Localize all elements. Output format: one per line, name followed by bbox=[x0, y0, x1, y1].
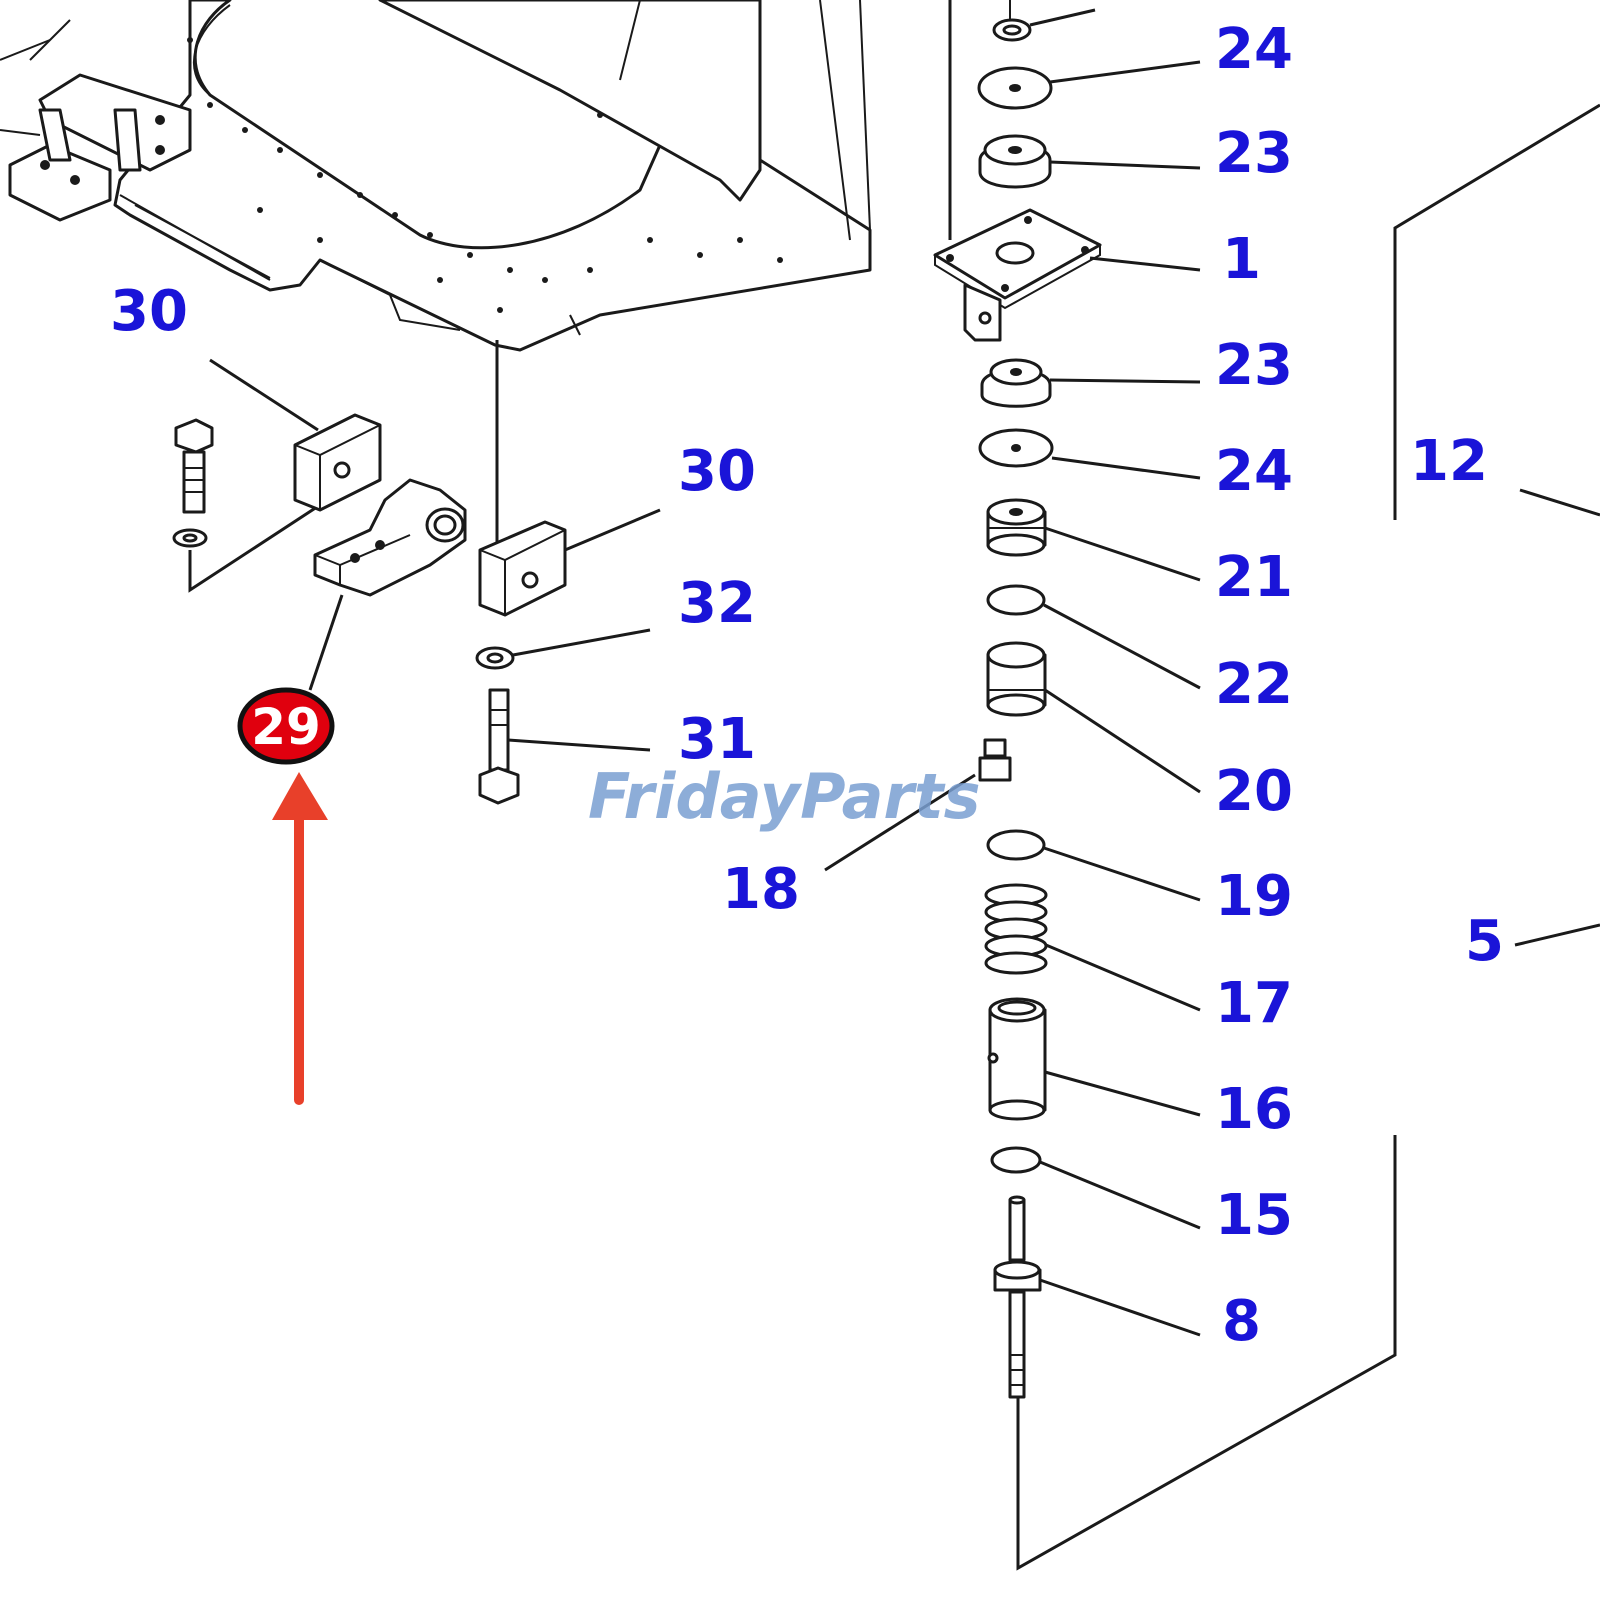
part-19-oring bbox=[986, 829, 1046, 861]
part-32-washer bbox=[475, 646, 515, 670]
leader-12 bbox=[1519, 488, 1600, 517]
leader-18 bbox=[824, 773, 976, 872]
callout-12[interactable]: 12 bbox=[1410, 429, 1488, 494]
leader-23a bbox=[1049, 160, 1201, 170]
callout-29: 29 bbox=[251, 698, 321, 756]
leader-20 bbox=[1044, 688, 1201, 794]
part-30-left bbox=[293, 413, 382, 512]
callout-23-bottom[interactable]: 23 bbox=[1215, 333, 1293, 398]
callout-19[interactable]: 19 bbox=[1215, 864, 1293, 929]
side-panel bbox=[378, 0, 871, 241]
part-15-oring bbox=[990, 1146, 1042, 1174]
bracket-12-bottom bbox=[1016, 1135, 1397, 1571]
leader-16 bbox=[1044, 1070, 1201, 1117]
part-30-center bbox=[478, 520, 567, 617]
part-29-bracket[interactable] bbox=[313, 478, 467, 597]
part-nut-top bbox=[992, 18, 1032, 42]
callout-8[interactable]: 8 bbox=[1222, 1289, 1261, 1354]
leader-nut-top bbox=[1029, 8, 1096, 27]
callout-24-bottom[interactable]: 24 bbox=[1215, 439, 1293, 504]
leader-17 bbox=[1045, 943, 1201, 1012]
callout-30-center[interactable]: 30 bbox=[678, 439, 756, 504]
callout-1[interactable]: 1 bbox=[1222, 227, 1261, 292]
watermark: FridayParts bbox=[588, 760, 981, 833]
part-23-bottom bbox=[980, 358, 1052, 408]
part-8-valve-stem bbox=[993, 1195, 1042, 1399]
highlight-arrow bbox=[272, 772, 328, 1105]
part-20-sleeve bbox=[986, 641, 1047, 717]
highlight-badge-29[interactable]: 29 bbox=[237, 687, 335, 765]
leader-22 bbox=[1043, 603, 1201, 690]
leader-bolt-group bbox=[188, 503, 321, 593]
callout-5[interactable]: 5 bbox=[1465, 909, 1504, 974]
leader-30b bbox=[564, 508, 661, 552]
part-22-oring bbox=[986, 584, 1046, 616]
callout-17[interactable]: 17 bbox=[1215, 971, 1293, 1036]
leader-21 bbox=[1044, 526, 1201, 582]
part-18-nipple bbox=[978, 738, 1012, 782]
callout-15[interactable]: 15 bbox=[1215, 1183, 1293, 1248]
part-16-cylinder bbox=[987, 997, 1047, 1121]
leader-29 bbox=[308, 594, 344, 691]
callout-30-left[interactable]: 30 bbox=[110, 279, 188, 344]
callout-21[interactable]: 21 bbox=[1215, 545, 1293, 610]
leader-31 bbox=[507, 738, 651, 752]
part-24-bottom bbox=[978, 428, 1054, 468]
part-17-spring bbox=[984, 883, 1048, 975]
leader-19 bbox=[1043, 846, 1201, 902]
watermark-part2: Parts bbox=[800, 760, 980, 833]
mount-bracket-top bbox=[0, 19, 192, 222]
bracket-12-top bbox=[1393, 103, 1600, 520]
callout-31[interactable]: 31 bbox=[678, 707, 756, 772]
callout-24-top[interactable]: 24 bbox=[1215, 17, 1293, 82]
frame-plate bbox=[113, 0, 872, 352]
callout-16[interactable]: 16 bbox=[1215, 1077, 1293, 1142]
svg-text:FridayParts: FridayParts bbox=[588, 760, 981, 833]
watermark-part1: Friday bbox=[588, 760, 803, 833]
part-24-top bbox=[977, 66, 1053, 110]
leader-30a bbox=[209, 358, 319, 432]
leader-24a bbox=[1049, 60, 1201, 84]
leader-5 bbox=[1514, 923, 1600, 947]
callout-32[interactable]: 32 bbox=[678, 571, 756, 636]
leader-24b bbox=[1051, 456, 1201, 480]
leader-1 bbox=[1089, 256, 1201, 272]
part-1-mount-plate bbox=[933, 208, 1102, 342]
callout-22[interactable]: 22 bbox=[1215, 652, 1293, 717]
part-21-bushing bbox=[986, 498, 1047, 557]
callout-23-top[interactable]: 23 bbox=[1215, 121, 1293, 186]
part-31-bolt bbox=[478, 688, 520, 805]
part-23-top bbox=[978, 134, 1052, 189]
leader-8 bbox=[1039, 1278, 1201, 1337]
leader-15 bbox=[1039, 1160, 1201, 1230]
leader-32 bbox=[512, 628, 651, 657]
callout-18[interactable]: 18 bbox=[722, 857, 800, 922]
callout-20[interactable]: 20 bbox=[1215, 759, 1293, 824]
bolt-left bbox=[172, 418, 214, 548]
leader-23b bbox=[1049, 378, 1201, 384]
